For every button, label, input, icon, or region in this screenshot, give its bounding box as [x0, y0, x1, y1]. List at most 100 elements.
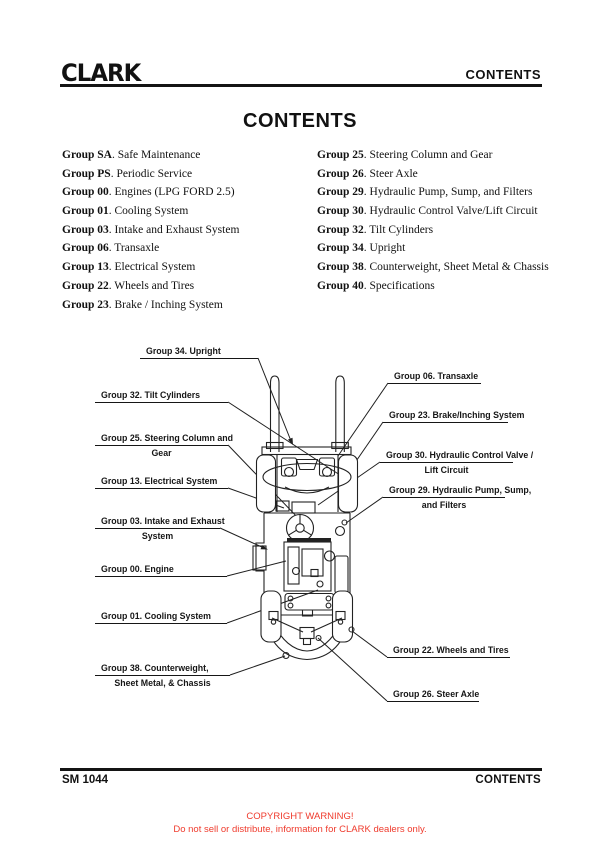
front-wheel-right: [337, 454, 359, 513]
diagram-label-g34: Group 34. Upright: [140, 345, 258, 359]
leader-group-32: [227, 401, 344, 478]
toc-item-title: . Periodic Service: [110, 167, 193, 180]
wheel-point: [348, 626, 355, 633]
engine-fitting: [316, 580, 324, 588]
diagram-label-line1: Group 22. Wheels and Tires: [387, 644, 510, 658]
leader-group-13: [227, 487, 285, 509]
toc-item-group: Group 06: [62, 242, 109, 255]
leader-group-26: [317, 637, 388, 702]
tilt-cylinder-pin-right: [321, 466, 333, 478]
page-title: CONTENTS: [243, 110, 357, 132]
carburetor: [323, 550, 336, 562]
diagram-label-line2: and Filters: [421, 500, 467, 510]
toc-item: Group 30. Hydraulic Control Valve/Lift C…: [317, 202, 549, 221]
rear-wheel-left: [260, 590, 282, 643]
toc-item-title: . Intake and Exhaust System: [108, 223, 240, 236]
steering-wheel: [285, 513, 315, 543]
doc-number: SM 1044: [62, 774, 109, 786]
toc-item: Group 06. Transaxle: [62, 239, 239, 258]
rear-wheel-right: [331, 590, 354, 643]
diagram-label-g01: Group 01. Cooling System: [95, 610, 227, 624]
toc-item-group: Group SA: [62, 149, 112, 161]
axle-bolt-left: [270, 619, 277, 625]
diagram-label-line2: Gear: [151, 448, 172, 458]
pump-fitting: [341, 519, 348, 526]
valve-cover: [287, 546, 300, 585]
radiator-bolt: [325, 595, 332, 602]
diagram-label-line1: Group 26. Steer Axle: [387, 688, 479, 702]
diagram-label-line1: Group 34. Upright: [140, 345, 258, 359]
toc-item-group: Group 22: [62, 279, 109, 292]
kingpin-right: [335, 610, 346, 621]
toc-item-group: Group PS: [62, 167, 111, 180]
toc-item: Group SA. Safe Maintenance: [62, 146, 239, 165]
toc-item-title: . Counterweight, Sheet Metal & Chassis: [363, 261, 549, 274]
toc-item-title: . Steer Axle: [363, 167, 418, 180]
toc-item: Group 22. Wheels and Tires: [62, 277, 239, 296]
steer-axle-point: [315, 634, 322, 642]
toc-item-title: . Cooling System: [108, 205, 189, 218]
guard-leg-right: [318, 457, 336, 477]
toc-item-title: . Upright: [363, 242, 406, 255]
hydraulic-pump: [334, 525, 346, 537]
steering-spokes: [287, 514, 313, 536]
leader-group-30: [317, 461, 381, 506]
arrowhead-group-03: [260, 545, 268, 550]
copyright-warning-text: Do not sell or distribute, information f…: [173, 824, 427, 835]
diagram-label-g32: Group 32. Tilt Cylinders: [95, 389, 228, 403]
engine-top: [301, 548, 324, 577]
toc-item: Group 23. Brake / Inching System: [62, 296, 239, 315]
diagram-label-line1: Group 13. Electrical System: [95, 475, 228, 489]
toc-item: Group 13. Electrical System: [62, 258, 239, 277]
toc-item: Group 00. Engines (LPG FORD 2.5): [62, 183, 239, 202]
engine-detail: [310, 568, 319, 578]
toc-item-title: . Transaxle: [108, 242, 160, 255]
diagram-label-g23: Group 23. Brake/Inching System: [383, 409, 524, 423]
hydraulic-control-valve: [291, 501, 316, 514]
diagram-label-line1: Group 00. Engine: [95, 563, 227, 577]
axle-bolt-right: [337, 619, 344, 625]
toc-item-title: . Electrical System: [108, 261, 196, 274]
leader-group-38: [229, 655, 286, 676]
copyright-warning-title: COPYRIGHT WARNING!: [246, 811, 354, 822]
tilt-cylinder-pin-left: [283, 466, 295, 478]
toc-item-title: . Hydraulic Control Valve/Lift Circuit: [363, 205, 538, 218]
toc-item-title: . Safe Maintenance: [111, 149, 201, 161]
toc-item-title: . Tilt Cylinders: [363, 223, 434, 236]
toc-item: Group 34. Upright: [317, 239, 549, 258]
toc-item: Group 29. Hydraulic Pump, Sump, and Filt…: [317, 183, 549, 202]
radiator-tab: [301, 610, 314, 617]
leader-group-06: [337, 382, 389, 457]
body-sides: [255, 454, 351, 614]
leader-group-23: [349, 421, 384, 471]
forklift-drawing: [252, 375, 359, 661]
leader-group-03: [219, 527, 265, 549]
engine-cap: [291, 566, 301, 576]
toc-item-title: . Steering Column and Gear: [363, 149, 493, 161]
toc-item-group: Group 30: [317, 205, 364, 218]
toc-item-group: Group 00: [62, 186, 109, 199]
steer-axle-arms: [271, 617, 343, 633]
diagram-label-line2: System: [141, 531, 174, 541]
toc-item-group: Group 23: [62, 298, 109, 311]
fork-heel-right: [331, 441, 349, 450]
leader-group-22: [351, 630, 388, 658]
clark-logo: CLARK: [61, 59, 141, 87]
toc-item-group: Group 25: [317, 149, 364, 161]
toc-item: Group 32. Tilt Cylinders: [317, 221, 549, 240]
engine-block: [283, 541, 332, 592]
toc-item-group: Group 01: [62, 205, 109, 218]
fork-left: [269, 375, 280, 452]
diagram-label-line1: Group 38. Counterweight,: [95, 662, 230, 676]
toc-item-title: . Engines (LPG FORD 2.5): [108, 186, 235, 199]
toc-item-title: . Wheels and Tires: [108, 279, 195, 292]
toc-item: Group 01. Cooling System: [62, 202, 239, 221]
arrowhead-group-34: [287, 437, 293, 445]
toc-item-group: Group 38: [317, 261, 364, 274]
diagram-label-g13: Group 13. Electrical System: [95, 475, 228, 489]
toc-item: Group 40. Specifications: [317, 277, 549, 296]
diagram-label-line1: Group 06. Transaxle: [388, 370, 481, 384]
